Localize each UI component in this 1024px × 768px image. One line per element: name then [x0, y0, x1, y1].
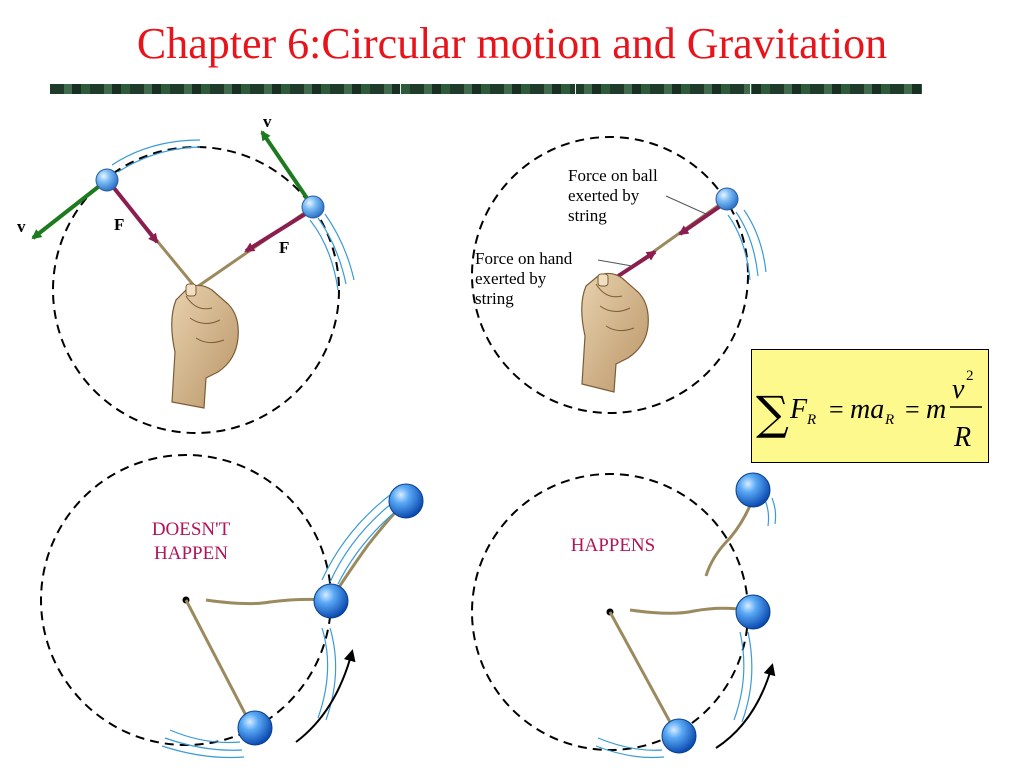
label-force-on-hand-line2: exerted by	[475, 269, 547, 288]
svg-text:ma: ma	[850, 394, 884, 425]
motion-streak	[733, 631, 745, 721]
svg-text:2: 2	[966, 368, 974, 384]
motion-streak	[735, 211, 759, 277]
motion-streak	[325, 627, 337, 721]
rotation-arrow	[715, 663, 776, 749]
ball	[388, 483, 424, 519]
velocity-label-left: v	[17, 217, 26, 236]
force-arrow	[610, 250, 657, 282]
motion-streak	[117, 146, 201, 173]
formula-svg: ∑ F R = ma R = m v 2 R	[756, 368, 982, 453]
hand-icon	[171, 283, 239, 409]
top-left-diagram	[31, 130, 355, 434]
rotation-arrow	[295, 649, 356, 743]
force-arrow	[678, 203, 724, 236]
motion-streak	[727, 214, 751, 281]
motion-streak	[597, 737, 663, 751]
leader-line	[665, 195, 707, 215]
string	[704, 497, 755, 577]
svg-text:R: R	[806, 412, 816, 428]
leader-line	[597, 259, 633, 267]
ball	[237, 710, 273, 746]
velocity-label-top: v	[263, 112, 272, 131]
motion-streak	[771, 497, 777, 525]
motion-streak	[764, 499, 770, 527]
ball	[735, 472, 771, 508]
velocity-arrow	[260, 130, 315, 209]
string	[184, 599, 254, 728]
motion-streak	[321, 494, 391, 581]
motion-streak	[161, 745, 245, 759]
caption-doesnt-happen-line2: HAPPEN	[154, 543, 228, 564]
orbit-circle	[471, 136, 749, 414]
centripetal-force-formula: ∑ F R = ma R = m v 2 R	[751, 349, 989, 463]
caption-doesnt-happen-line1: DOESN'T	[151, 519, 231, 540]
label-force-on-hand-line3: string	[475, 289, 514, 308]
caption-happens: HAPPENS	[570, 535, 656, 556]
motion-streak	[169, 729, 241, 744]
label-force-on-hand-line1: Force on hand	[475, 249, 573, 268]
svg-text:v: v	[952, 374, 965, 405]
force-arrow	[244, 209, 312, 253]
motion-streak	[309, 219, 339, 291]
svg-text:F: F	[789, 394, 808, 425]
svg-text:R: R	[953, 422, 971, 453]
title-divider	[50, 84, 922, 94]
hand-icon	[581, 272, 649, 393]
bottom-left-diagram	[40, 454, 424, 759]
motion-streak	[741, 631, 753, 723]
string	[629, 606, 749, 615]
motion-streak	[317, 217, 347, 285]
label-force-on-ball-line1: Force on ball	[568, 166, 658, 185]
motion-streak	[111, 139, 201, 166]
string	[205, 597, 331, 606]
motion-streak	[317, 627, 329, 719]
label-force-on-ball-line2: exerted by	[568, 186, 640, 205]
velocity-arrow	[31, 178, 109, 240]
svg-text:m: m	[926, 394, 946, 425]
orbit-circle	[52, 146, 340, 434]
svg-text:=: =	[905, 395, 920, 424]
svg-text:R: R	[884, 412, 894, 428]
motion-streak	[337, 505, 403, 585]
svg-text:∑: ∑	[756, 386, 789, 440]
svg-text:=: =	[829, 395, 844, 424]
ball	[735, 594, 771, 630]
label-force-on-ball-line3: string	[568, 206, 607, 225]
string	[608, 611, 678, 734]
motion-streak	[324, 213, 355, 281]
motion-streak	[743, 209, 767, 273]
force-arrow	[108, 181, 159, 244]
slide-title: Chapter 6:Circular motion and Gravitatio…	[136, 19, 888, 68]
force-label-right: F	[279, 238, 290, 257]
motion-streak	[329, 499, 397, 583]
top-right-diagram	[471, 136, 767, 414]
ball	[715, 187, 739, 211]
ball	[95, 168, 119, 192]
force-label-left: F	[114, 215, 125, 234]
motion-streak	[595, 745, 665, 759]
motion-streak	[164, 737, 243, 751]
bottom-right-diagram	[471, 472, 777, 759]
ball	[301, 195, 325, 219]
string	[330, 503, 404, 599]
ball	[313, 583, 349, 619]
ball	[661, 718, 697, 754]
